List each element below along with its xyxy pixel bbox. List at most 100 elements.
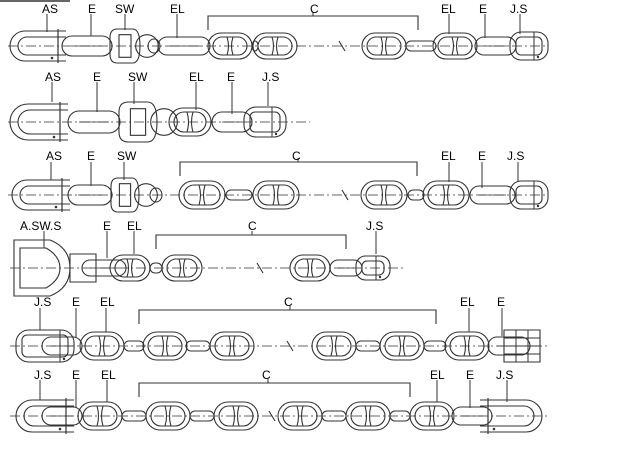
bracket	[156, 235, 346, 249]
label-common-link: C	[248, 219, 257, 233]
stud-link	[253, 181, 299, 209]
shackle-inner	[20, 186, 70, 204]
swivel-box	[119, 35, 131, 58]
break-mark	[269, 411, 275, 421]
flat-link	[424, 341, 446, 351]
flat-link	[406, 41, 436, 51]
joining-shackle	[16, 330, 74, 362]
flat-link	[190, 411, 214, 421]
shackle-inner	[18, 37, 66, 55]
joining-shackle-inner	[516, 186, 542, 204]
stud-link-inner	[174, 112, 206, 132]
stud-link	[179, 181, 225, 209]
pin-dot	[536, 55, 540, 59]
swivel-eye	[151, 109, 178, 136]
end-link	[82, 260, 126, 276]
shackle-inner	[24, 406, 74, 426]
swivel-eye	[135, 184, 158, 207]
flat-link	[226, 190, 252, 200]
stud	[452, 37, 458, 55]
label-swivel: SW	[117, 149, 137, 163]
joining-shackle	[510, 32, 548, 60]
stud-link	[361, 181, 407, 209]
stud	[97, 406, 103, 426]
flat-link	[148, 39, 160, 53]
pin-dot	[274, 132, 278, 136]
stud-link	[169, 108, 211, 136]
bracket	[139, 383, 410, 397]
flat-link	[322, 411, 346, 421]
swivel-box	[119, 184, 130, 207]
stud	[273, 185, 279, 205]
shackle-inner	[18, 110, 68, 134]
label-joining-shackle: J.S	[496, 368, 514, 382]
stud-link-inner	[258, 185, 294, 205]
stud	[127, 259, 133, 277]
flat-link	[150, 188, 162, 202]
stud-link-inner	[317, 336, 351, 356]
label-joining-shackle: J.S	[262, 70, 280, 84]
break-mark	[342, 190, 348, 200]
label-enlarged-link: EL	[101, 368, 116, 382]
label-end-link: E	[72, 368, 81, 382]
bracket	[139, 310, 436, 324]
stud-link-inner	[351, 406, 385, 426]
pin-dot	[378, 275, 382, 279]
label-joining-shackle: J.S	[34, 295, 52, 309]
label-joining-shackle: J.S	[510, 2, 528, 16]
stud	[365, 406, 371, 426]
flat-link	[150, 263, 162, 273]
label-anchor-shackle: AS	[42, 2, 59, 16]
shackle-pin-dot	[58, 427, 62, 431]
stud-link-inner	[85, 336, 119, 356]
stud-link-inner	[148, 336, 182, 356]
joining-shackle-inner	[516, 37, 542, 55]
label-enlarged-link: EL	[441, 2, 456, 16]
stud	[199, 185, 205, 205]
label-end-link: E	[466, 368, 475, 382]
stud-link-inner	[219, 406, 253, 426]
label-joining-shackle: J.S	[366, 219, 384, 233]
label-enlarged-link: EL	[441, 149, 456, 163]
flat-link	[186, 341, 210, 351]
pin-dot	[62, 357, 66, 361]
label-end-link: E	[479, 2, 488, 16]
flat-link	[122, 411, 146, 421]
label-joining-shackle: J.S	[507, 149, 525, 163]
stud-link-inner	[367, 37, 401, 55]
stud-link-inner	[213, 37, 247, 55]
stud	[429, 406, 435, 426]
anchor-swivel-shackle-inner	[20, 248, 60, 288]
stud-link-inner	[167, 259, 197, 277]
stud	[179, 259, 185, 277]
stud	[443, 185, 449, 205]
label-end-link: E	[72, 295, 81, 309]
shackle-body	[10, 31, 66, 61]
stud	[272, 37, 278, 55]
stud	[233, 406, 239, 426]
label-end-link: E	[87, 149, 96, 163]
stud	[381, 37, 387, 55]
label-enlarged-link: EL	[189, 70, 204, 84]
bracket	[180, 162, 417, 176]
stud-link-inner	[184, 185, 220, 205]
stud-link-inner	[283, 406, 317, 426]
shackle-body	[16, 400, 74, 432]
break-mark	[287, 341, 293, 351]
label-enlarged-link: EL	[170, 2, 185, 16]
flat-link	[408, 190, 424, 200]
label-anchor-swivel-shackle: A.SW.S	[20, 219, 62, 233]
shackle-pin-dot	[52, 135, 56, 139]
label-end-link: E	[478, 149, 487, 163]
flat-link	[252, 41, 258, 51]
label-end-link: E	[88, 2, 97, 16]
label-swivel: SW	[115, 2, 135, 16]
stud-link-inner	[366, 185, 402, 205]
end-link	[158, 37, 210, 55]
flat-link	[356, 341, 380, 351]
stud-link-inner	[385, 336, 419, 356]
stud	[297, 406, 303, 426]
bracket	[208, 16, 418, 30]
stud-link	[433, 33, 477, 59]
